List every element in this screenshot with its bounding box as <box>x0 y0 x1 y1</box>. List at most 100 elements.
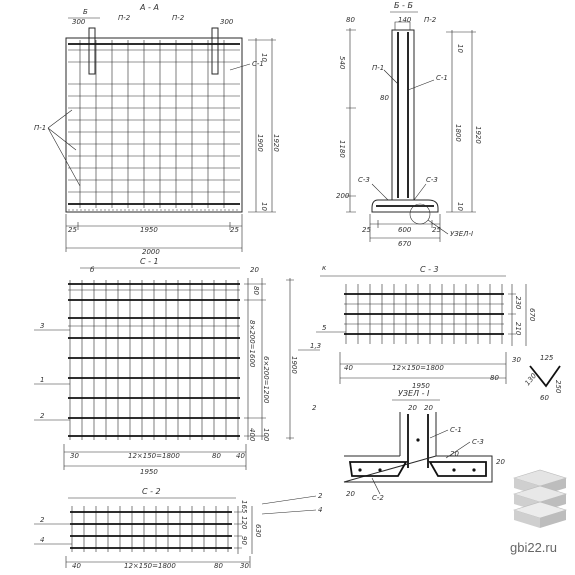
dim-1600-s1: 8×200=1600 <box>248 320 256 368</box>
dim-1920-section: 1920 <box>474 126 482 144</box>
dim-165: 165 <box>240 500 248 514</box>
p1-section-label: П-1 <box>372 64 384 72</box>
mesh-s1-grid <box>68 280 240 440</box>
dim-1800-s2: 12×150=1800 <box>124 562 176 570</box>
mesh-s2-view: С - 2 2 4 165 120 90 630 2 4 40 12×150=1… <box>34 487 323 570</box>
dim-1950: 1950 <box>140 226 158 234</box>
node-detail-title: УЗЕЛ - I <box>398 389 430 398</box>
dim-80-s3: 80 <box>490 374 499 382</box>
dim-200: 200 <box>336 192 350 200</box>
node-detail-view: УЗЕЛ - I 20 20 С-1 С-3 20 20 20 С-2 <box>343 389 505 502</box>
dim-250: 250 <box>554 380 562 394</box>
panel-section-view: Б - Б 140 80 П-2 П-1 80 С-1 С-3 С-3 540 … <box>336 1 482 248</box>
dim-300-right: 300 <box>220 18 234 26</box>
b-mark: Б <box>83 8 88 16</box>
dim-80-mid: 80 <box>380 94 389 102</box>
dim-40-s1: 40 <box>236 452 245 460</box>
dim-1900-s1: 1900 <box>290 356 298 374</box>
dim-210: 210 <box>514 322 522 336</box>
dim-100-s1: 100 <box>262 428 270 442</box>
dim-1800-section: 1800 <box>454 124 462 142</box>
dim-80b-s1: 80 <box>212 452 221 460</box>
mesh-s1-view: С - 1 б 3 1 2 20 80 8×200=1600 6×200=120… <box>34 257 321 476</box>
dim-630: 630 <box>254 524 262 538</box>
s2-node-label: С-2 <box>372 494 384 502</box>
panel-front-grid <box>68 40 240 211</box>
watermark-logo <box>512 469 568 528</box>
dim-40-s2: 40 <box>72 562 81 570</box>
mesh-s2-title: С - 2 <box>142 487 161 496</box>
dim-120: 120 <box>240 516 248 530</box>
dim-1200-s1: 6×200=1200 <box>262 356 270 404</box>
dim-600: 600 <box>398 226 412 234</box>
pos-3-label: 3 <box>40 322 44 330</box>
dim-25-section-right: 25 <box>432 226 441 234</box>
pos-2-right-label: 2 <box>312 404 317 412</box>
dim-30-s3: 30 <box>512 356 521 364</box>
dim-10-bottom: 10 <box>260 202 268 211</box>
dim-125: 125 <box>540 354 554 362</box>
node-marker-circle <box>409 203 431 225</box>
pos-1-3-label: 1,3 <box>310 342 321 350</box>
dim-25-left: 25 <box>68 226 77 234</box>
dim-1900: 1900 <box>256 134 264 152</box>
p2-right-label: П-2 <box>172 14 185 22</box>
dim-540: 540 <box>338 56 346 70</box>
panel-section-title: Б - Б <box>394 1 413 10</box>
dim-60: 60 <box>540 394 549 402</box>
dim-20-node-d: 20 <box>496 458 505 466</box>
p1-label: П-1 <box>34 124 46 132</box>
k-mark: к <box>322 264 327 272</box>
dim-80-s2: 80 <box>214 562 223 570</box>
pos-5-label: 5 <box>322 324 327 332</box>
panel-outline <box>65 37 243 213</box>
mesh-s3-title: С - 3 <box>420 265 439 274</box>
dim-400-s1: 400 <box>248 428 256 442</box>
s1-node-label: С-1 <box>450 426 462 434</box>
dim-20-node-b: 20 <box>424 404 433 412</box>
dim-25-right: 25 <box>230 226 239 234</box>
dim-140: 140 <box>398 16 412 24</box>
dim-10-top: 10 <box>260 53 268 62</box>
dim-670: 670 <box>398 240 412 248</box>
dim-20-s1: 20 <box>250 266 259 274</box>
dim-25-section-left: 25 <box>362 226 371 234</box>
b-mark-s1: б <box>90 266 95 274</box>
node-foot <box>343 455 493 483</box>
mesh-s3-grid <box>344 284 504 344</box>
watermark-text: gbi22.ru <box>510 540 557 555</box>
pos-2-s2-label: 2 <box>40 516 45 524</box>
panel-front-title: А - А <box>139 3 159 12</box>
dim-230: 230 <box>514 296 522 310</box>
panel-front-view: А - А Б П-2 П-2 300 300 П-1 С-1 10 1900 … <box>34 3 280 256</box>
mesh-s2-grid <box>70 506 232 552</box>
dim-1950-s3: 1950 <box>412 382 430 390</box>
pos-2-s2-right: 2 <box>318 492 323 500</box>
dim-20-node-a: 20 <box>408 404 417 412</box>
pos-1-label: 1 <box>40 376 44 384</box>
dim-1180: 1180 <box>338 140 346 158</box>
dim-80-s1: 80 <box>252 286 260 295</box>
dim-1920: 1920 <box>272 134 280 152</box>
pos-2-label: 2 <box>40 412 45 420</box>
dim-10-section: 10 <box>456 44 464 53</box>
p2-left-label: П-2 <box>118 14 131 22</box>
s3-left-label: С-3 <box>358 176 370 184</box>
loop-right <box>211 27 219 75</box>
dim-1800-s3: 12×150=1800 <box>392 364 444 372</box>
dim-30-s1: 30 <box>70 452 79 460</box>
node-wall <box>399 412 437 456</box>
dim-300-left: 300 <box>72 18 86 26</box>
dim-20-node-e: 20 <box>346 490 355 498</box>
dim-10b-section: 10 <box>456 202 464 211</box>
s3-right-label: С-3 <box>426 176 438 184</box>
node-label: УЗЕЛ-I <box>450 230 473 238</box>
dim-30-s2: 30 <box>240 562 249 570</box>
mesh-s3-view: С - 3 к 5 230 210 670 40 12×150=1800 30 … <box>316 264 562 402</box>
mesh-s1-title: С - 1 <box>140 257 159 266</box>
pos-4-s2-right: 4 <box>318 506 322 514</box>
dim-1800-s1: 12×150=1800 <box>128 452 180 460</box>
dim-80-top: 80 <box>346 16 355 24</box>
dim-1950-s1: 1950 <box>140 468 158 476</box>
